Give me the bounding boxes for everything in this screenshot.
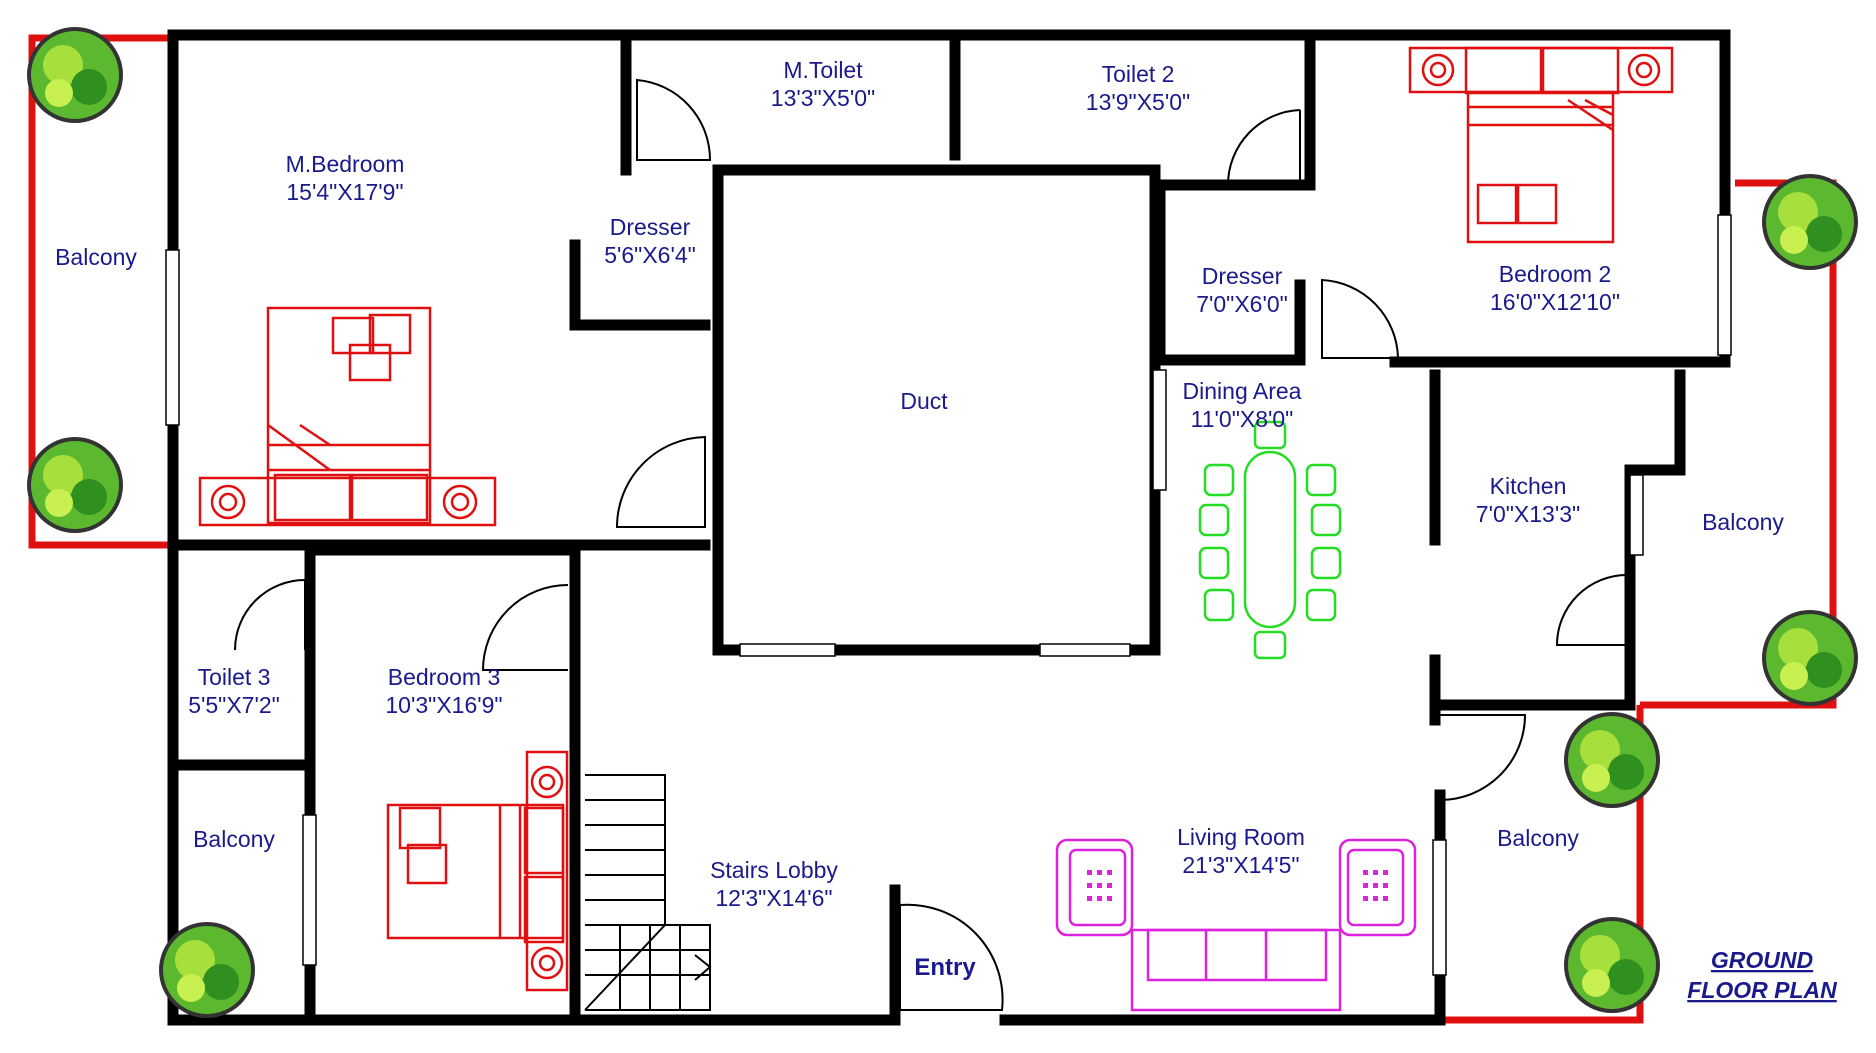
duct-label: Duct bbox=[900, 388, 948, 414]
plant-icon bbox=[1762, 174, 1858, 270]
dining-name: Dining Area bbox=[1183, 378, 1302, 404]
plan-title-line2: FLOOR PLAN bbox=[1687, 977, 1837, 1003]
balcony-bl-label: Balcony bbox=[193, 826, 275, 852]
plant-icon bbox=[1564, 917, 1660, 1013]
dresser1-size: 5'6"X6'4" bbox=[604, 242, 696, 268]
m-bedroom-name: M.Bedroom bbox=[286, 151, 405, 177]
master-bed bbox=[198, 306, 497, 527]
dresser2-name: Dresser bbox=[1202, 263, 1283, 289]
plant-icon bbox=[1762, 610, 1858, 706]
living-sofa bbox=[1055, 838, 1417, 1012]
doors bbox=[234, 78, 1628, 1011]
staircase bbox=[584, 774, 712, 1011]
living-size: 21'3"X14'5" bbox=[1182, 852, 1299, 878]
dining-size: 11'0"X8'0" bbox=[1191, 406, 1294, 432]
kitchen-name: Kitchen bbox=[1490, 473, 1567, 499]
stairs-name: Stairs Lobby bbox=[710, 857, 838, 883]
bedroom3-name: Bedroom 3 bbox=[388, 664, 501, 690]
bedroom2-name: Bedroom 2 bbox=[1499, 261, 1612, 287]
bedroom3-bed bbox=[386, 750, 569, 992]
plant-icon bbox=[27, 27, 123, 123]
bedroom2-size: 16'0"X12'10" bbox=[1490, 289, 1620, 315]
stairs-size: 12'3"X14'6" bbox=[715, 885, 832, 911]
m-bedroom-size: 15'4"X17'9" bbox=[286, 179, 403, 205]
balcony-br-label: Balcony bbox=[1497, 825, 1579, 851]
kitchen-size: 7'0"X13'3" bbox=[1476, 501, 1580, 527]
bedroom3-size: 10'3"X16'9" bbox=[385, 692, 502, 718]
plant-icon bbox=[159, 922, 255, 1018]
toilet3-name: Toilet 3 bbox=[198, 664, 271, 690]
toilet3-size: 5'5"X7'2" bbox=[188, 692, 280, 718]
plan-title-line1: GROUND bbox=[1711, 947, 1813, 973]
room-labels: Balcony M.Bedroom 15'4"X17'9" M.Toilet 1… bbox=[55, 57, 1837, 1003]
plant-icon bbox=[27, 437, 123, 533]
dresser1-name: Dresser bbox=[610, 214, 691, 240]
balcony-left-label: Balcony bbox=[55, 244, 137, 270]
dresser2-size: 7'0"X6'0" bbox=[1196, 291, 1288, 317]
walls bbox=[167, 29, 1731, 1026]
toilet2-size: 13'9"X5'0" bbox=[1086, 89, 1190, 115]
bedroom2-bed bbox=[1408, 46, 1674, 244]
entry-label: Entry bbox=[914, 954, 976, 981]
plants bbox=[27, 27, 1858, 1018]
living-name: Living Room bbox=[1177, 824, 1305, 850]
balcony-right-label: Balcony bbox=[1702, 509, 1784, 535]
toilet2-name: Toilet 2 bbox=[1102, 61, 1175, 87]
plant-icon bbox=[1564, 712, 1660, 808]
windows bbox=[165, 214, 1732, 976]
m-toilet-size: 13'3"X5'0" bbox=[771, 85, 875, 111]
m-toilet-name: M.Toilet bbox=[783, 57, 863, 83]
dining-table bbox=[1198, 420, 1342, 660]
